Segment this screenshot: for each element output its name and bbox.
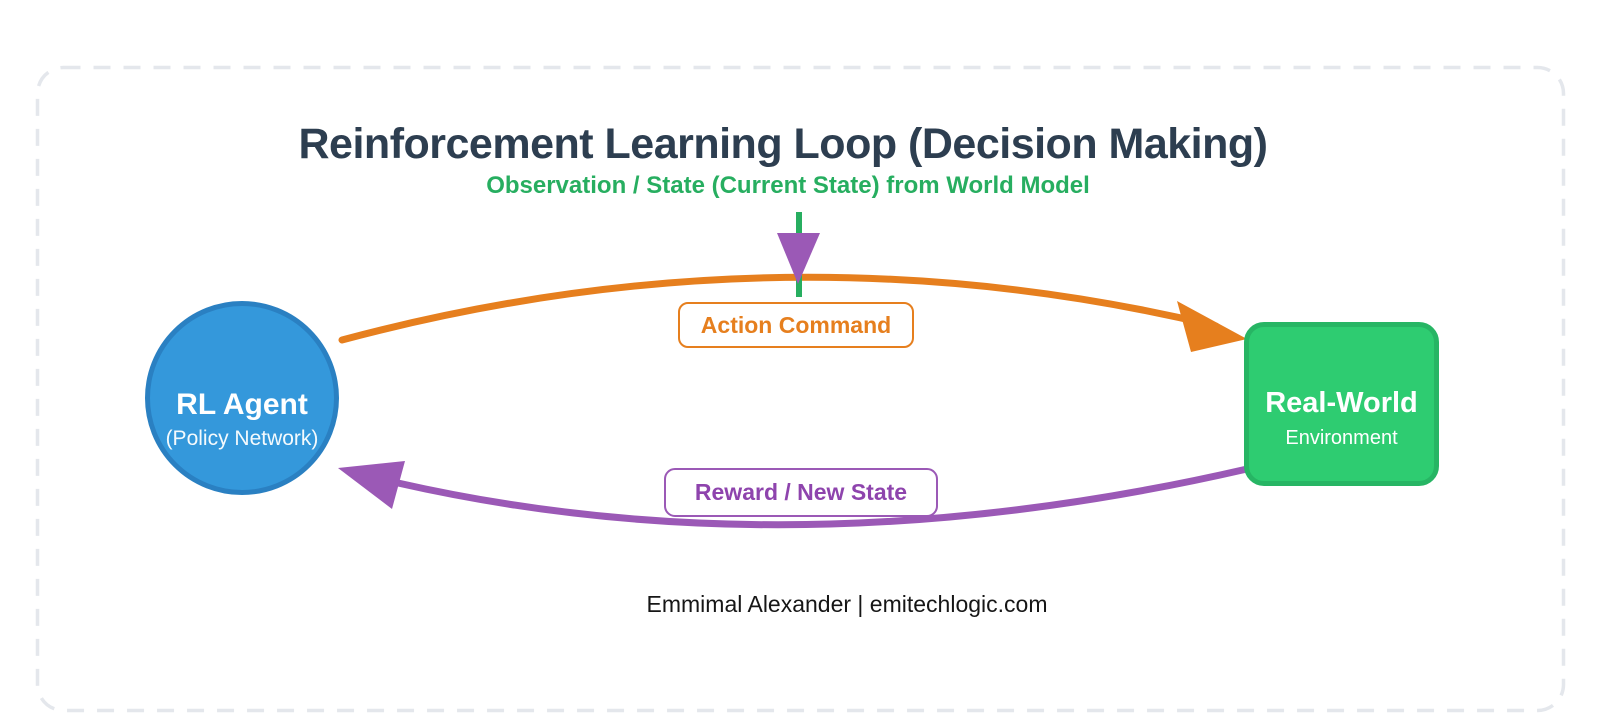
observation-down-arrowhead-icon xyxy=(777,233,820,284)
agent-sublabel: (Policy Network) xyxy=(165,426,319,450)
reward-arrow-line xyxy=(394,465,1251,529)
agent-node-text: RL Agent (Policy Network) xyxy=(150,327,334,511)
node-real-world-environment: Real-World Environment xyxy=(1244,322,1439,486)
reward-new-state-label: Reward / New State xyxy=(664,468,938,517)
reward-arrowhead-icon xyxy=(338,461,405,509)
action-arrow-line xyxy=(338,273,1220,344)
environment-node-text: Real-World Environment xyxy=(1249,341,1434,495)
action-command-label: Action Command xyxy=(678,302,914,348)
action-arrowhead-icon xyxy=(1177,301,1247,352)
page-title: Reinforcement Learning Loop (Decision Ma… xyxy=(298,120,1268,168)
dashed-frame-border xyxy=(35,65,1566,713)
environment-sublabel: Environment xyxy=(1285,426,1398,449)
agent-label: RL Agent xyxy=(176,387,308,421)
credit-text: Emmimal Alexander | emitechlogic.com xyxy=(646,591,1048,617)
node-rl-agent: RL Agent (Policy Network) xyxy=(145,301,339,495)
environment-label: Real-World xyxy=(1265,386,1418,419)
observation-subtitle: Observation / State (Current State) from… xyxy=(486,172,1090,199)
